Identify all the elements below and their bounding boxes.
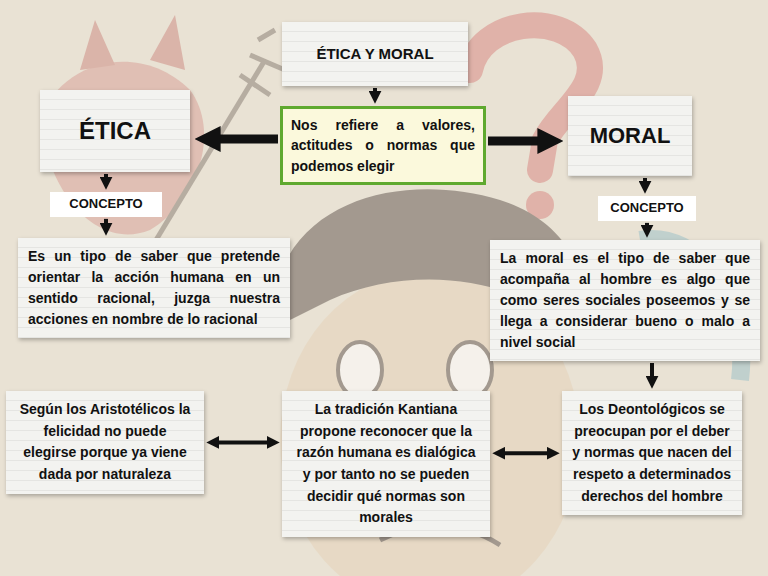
- node-text: Nos refiere a valores, actitudes o norma…: [291, 115, 475, 176]
- connector-arrow: [645, 223, 649, 226]
- concept-label: CONCEPTO: [50, 192, 162, 217]
- node-text: CONCEPTO: [606, 200, 688, 217]
- devil-horns: [80, 15, 185, 70]
- heading-box: MORAL: [568, 96, 692, 176]
- connector-arrow: [504, 451, 548, 455]
- concept-box: La moral es el tipo de saber que acompañ…: [490, 240, 760, 361]
- node-text: ÉTICA: [79, 117, 151, 146]
- node-text: La tradición Kantiana propone reconocer …: [292, 399, 480, 529]
- connector-arrow: [104, 174, 108, 178]
- connector-arrow: [373, 88, 377, 92]
- node-text: Según los Aristotélicos la felicidad no …: [16, 399, 194, 486]
- connector-arrow: [104, 219, 108, 224]
- heading-box: ÉTICA: [40, 90, 190, 172]
- connector-arrow: [218, 135, 278, 144]
- connector-arrow: [218, 440, 268, 444]
- concept-box: Es un tipo de saber que pretende orienta…: [18, 238, 290, 338]
- trident-prongs: [240, 30, 285, 95]
- node-text: La moral es el tipo de saber que acompañ…: [500, 248, 750, 353]
- devil-figure: [40, 62, 204, 235]
- node-text: ÉTICA Y MORAL: [316, 44, 433, 64]
- theory-box: La tradición Kantiana propone reconocer …: [282, 391, 490, 537]
- theory-box: Según los Aristotélicos la felicidad no …: [6, 391, 204, 494]
- title-box: ÉTICA Y MORAL: [282, 22, 468, 86]
- theory-box: Los Deontológicos se preocupan por el de…: [562, 391, 742, 515]
- connector-arrow: [488, 137, 540, 146]
- concept-label: CONCEPTO: [598, 196, 696, 221]
- node-text: Los Deontológicos se preocupan por el de…: [572, 399, 732, 507]
- eye: [338, 342, 382, 398]
- node-text: Es un tipo de saber que pretende orienta…: [28, 246, 280, 330]
- node-text: CONCEPTO: [58, 196, 154, 213]
- connector-arrow: [643, 178, 647, 182]
- eye: [448, 342, 492, 398]
- connector-arrow: [650, 363, 654, 377]
- definition-box: Nos refiere a valores, actitudes o norma…: [280, 106, 486, 185]
- node-text: MORAL: [590, 123, 671, 149]
